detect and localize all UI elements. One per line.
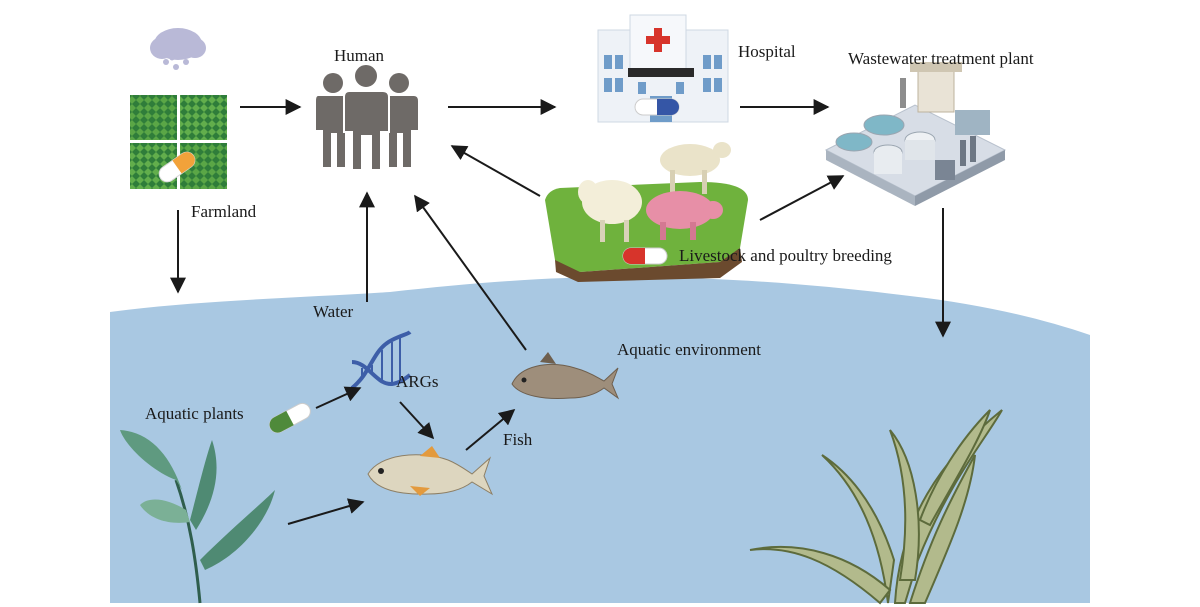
arrow-livestock-to-wwtp	[759, 175, 845, 221]
label-aquatic-environment: Aquatic environment	[617, 340, 761, 359]
livestock-farm-icon	[545, 142, 748, 282]
arrow-args-to-fish	[399, 401, 435, 440]
label-livestock-and-poultry-breeding: Livestock and poultry breeding	[679, 246, 892, 265]
flatfish-icon	[511, 352, 620, 400]
cloud-rain-icon	[150, 28, 206, 70]
seaweed-icon	[749, 409, 1003, 605]
arrow-fish-to-flatfish	[465, 408, 516, 451]
wastewater-plant-icon	[824, 62, 1007, 206]
antibiotic-capsule-icon	[622, 247, 668, 265]
label-aquatic-plants: Aquatic plants	[145, 404, 244, 423]
label-water: Water	[313, 302, 354, 321]
antibiotic-capsule-icon	[269, 402, 311, 434]
dna-helix-icon	[350, 330, 412, 390]
aquatic-plant-icon	[120, 430, 275, 604]
arrow-flatfish-to-human	[414, 194, 527, 351]
human-group-icon	[316, 63, 418, 171]
arrow-livestock-to-human	[450, 145, 541, 197]
label-hospital: Hospital	[738, 42, 796, 61]
label-wastewater-treatment-plant: Wastewater treatment plant	[848, 49, 1034, 68]
label-fish: Fish	[503, 430, 533, 449]
arrow-plant-to-fish	[287, 498, 365, 525]
water-body	[110, 276, 1090, 603]
antibiotic-capsule-icon	[158, 151, 196, 183]
label-args: ARGs	[396, 372, 439, 391]
label-human: Human	[334, 46, 385, 65]
arrow-capsule-to-args	[315, 386, 362, 409]
fish-icon	[367, 446, 494, 496]
antibiotic-capsule-icon	[634, 98, 680, 116]
flow-arrows	[170, 99, 951, 525]
label-farmland: Farmland	[191, 202, 257, 221]
